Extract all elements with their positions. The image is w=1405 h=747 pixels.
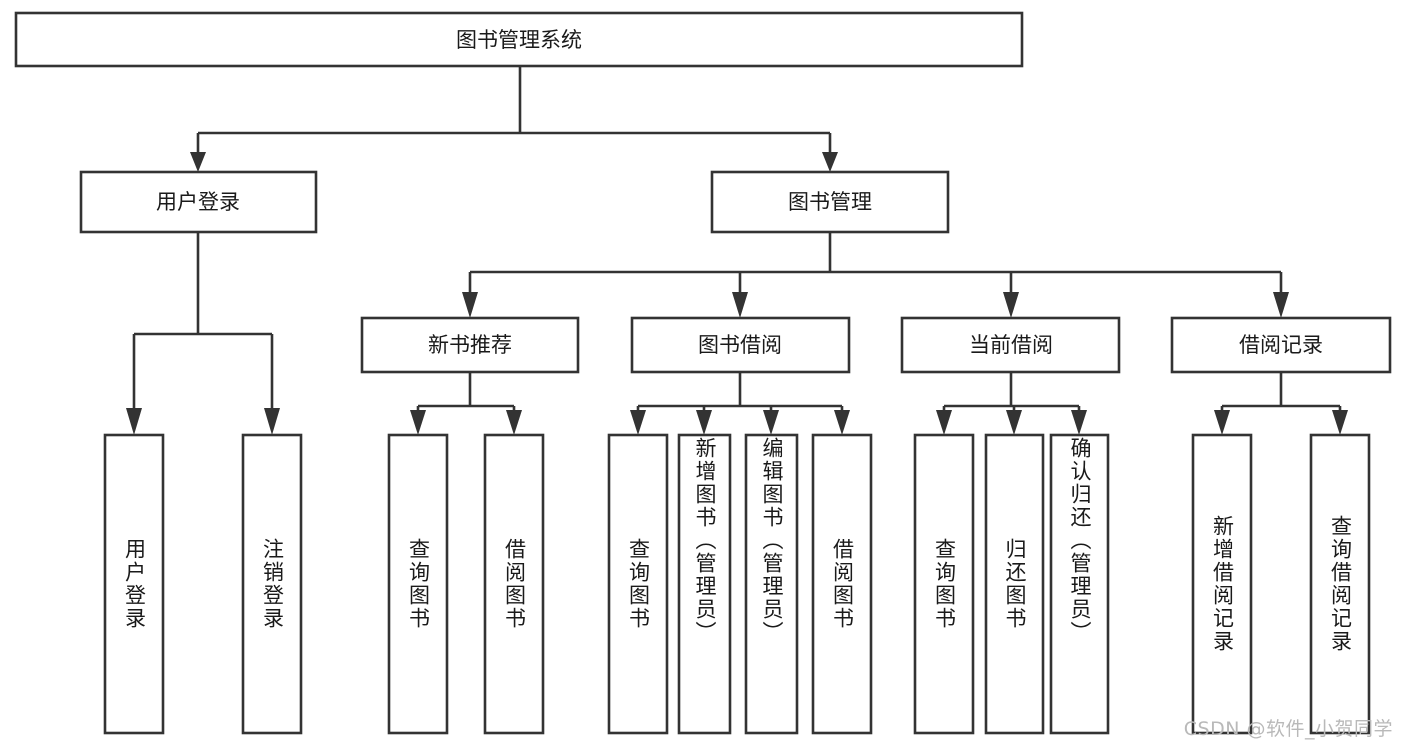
connector-group xyxy=(126,66,1348,435)
arrow-head-new-book xyxy=(462,292,478,318)
node-current-borrow-label: 当前借阅 xyxy=(969,333,1053,357)
node-book-borrow[interactable]: 图书借阅 xyxy=(630,316,851,374)
node-user-login-box[interactable] xyxy=(79,170,318,234)
leaf-box-bb-borrow-book[interactable] xyxy=(811,433,873,735)
arrow-head-bb-leaf-1 xyxy=(630,410,646,435)
leaf-box-group xyxy=(103,433,1371,735)
node-book-management-label: 图书管理 xyxy=(788,190,872,214)
node-borrow-record-box[interactable] xyxy=(1170,316,1392,374)
leaf-box-bb-edit-book[interactable] xyxy=(744,433,799,735)
arrow-head-leaf-logout xyxy=(264,408,280,435)
node-borrow-record[interactable]: 借阅记录 xyxy=(1170,316,1392,374)
node-book-management-box[interactable] xyxy=(710,170,950,234)
arrow-head-cb-leaf-1 xyxy=(936,410,952,435)
node-book-borrow-box[interactable] xyxy=(630,316,851,374)
leaf-box-logout[interactable] xyxy=(241,433,303,735)
arrow-head-current-borrow xyxy=(1003,292,1019,318)
leaf-box-br-add-record[interactable] xyxy=(1191,433,1253,735)
node-current-borrow[interactable]: 当前借阅 xyxy=(900,316,1121,374)
arrow-head-leaf-user-login xyxy=(126,408,142,435)
node-current-borrow-box[interactable] xyxy=(900,316,1121,374)
arrow-head-bb-leaf-4 xyxy=(834,410,850,435)
node-new-book-recommend[interactable]: 新书推荐 xyxy=(360,316,580,374)
node-root-label: 图书管理系统 xyxy=(456,28,582,52)
node-book-borrow-label: 图书借阅 xyxy=(698,333,782,357)
node-root[interactable]: 图书管理系统 xyxy=(14,11,1024,68)
leaf-box-cb-query-book[interactable] xyxy=(913,433,975,735)
node-borrow-record-label: 借阅记录 xyxy=(1239,333,1323,357)
node-book-management[interactable]: 图书管理 xyxy=(710,170,950,234)
node-user-login[interactable]: 用户登录 xyxy=(79,170,318,234)
leaf-box-user-login[interactable] xyxy=(103,433,165,735)
arrow-head-br-leaf-2 xyxy=(1332,410,1348,435)
node-new-book-recommend-box[interactable] xyxy=(360,316,580,374)
leaf-box-nb-query-book[interactable] xyxy=(387,433,449,735)
leaf-box-br-query-record[interactable] xyxy=(1309,433,1371,735)
leaf-box-nb-borrow-book[interactable] xyxy=(483,433,545,735)
leaf-box-bb-query-book[interactable] xyxy=(607,433,669,735)
arrow-head-book-manage xyxy=(822,152,838,172)
node-user-login-label: 用户登录 xyxy=(156,190,240,214)
arrow-head-book-borrow xyxy=(732,292,748,318)
arrow-head-cb-leaf-3 xyxy=(1071,410,1087,435)
arrow-head-bb-leaf-3 xyxy=(763,410,779,435)
arrow-head-user-login xyxy=(190,152,206,172)
arrow-head-nb-leaf-2 xyxy=(506,410,522,435)
arrow-head-borrow-record xyxy=(1273,292,1289,318)
arrow-head-bb-leaf-2 xyxy=(696,410,712,435)
node-root-box[interactable] xyxy=(14,11,1024,68)
leaf-box-cb-confirm-return[interactable] xyxy=(1049,433,1110,735)
leaf-box-cb-return-book[interactable] xyxy=(984,433,1045,735)
arrow-head-cb-leaf-2 xyxy=(1006,410,1022,435)
arrow-head-nb-leaf-1 xyxy=(410,410,426,435)
leaf-box-bb-add-book[interactable] xyxy=(677,433,732,735)
node-new-book-recommend-label: 新书推荐 xyxy=(428,333,512,357)
arrow-head-br-leaf-1 xyxy=(1214,410,1230,435)
